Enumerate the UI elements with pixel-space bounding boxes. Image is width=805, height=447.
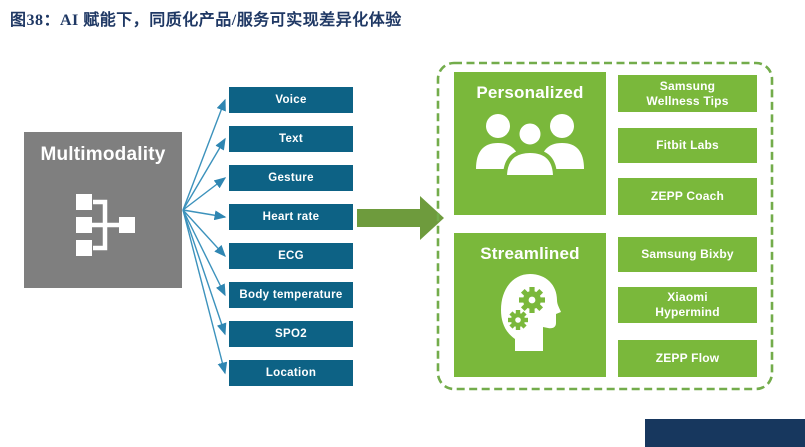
modality-box-heart-rate: Heart rate [229, 204, 353, 230]
product-box-zepp-flow: ZEPP Flow [618, 340, 757, 377]
product-box-xiaomi-hypermind: Xiaomi Hypermind [618, 287, 757, 323]
modality-box-body-temperature: Body temperature [229, 282, 353, 308]
figure-title: 图38：AI 赋能下，同质化产品/服务可实现差异化体验 [10, 12, 402, 29]
gear-small [508, 310, 528, 330]
outcome-box-streamlined: Streamlined [454, 233, 606, 377]
modality-box-text: Text [229, 126, 353, 152]
multimodality-label: Multimodality [40, 144, 166, 165]
modality-box-voice: Voice [229, 87, 353, 113]
modality-box-spo2: SPO2 [229, 321, 353, 347]
modality-box-gesture: Gesture [229, 165, 353, 191]
streamlined-label: Streamlined [480, 244, 580, 263]
gear-large [519, 287, 545, 313]
product-box-zepp-coach: ZEPP Coach [618, 178, 757, 215]
big-green-arrow [357, 196, 444, 240]
modality-box-location: Location [229, 360, 353, 386]
outcome-box-personalized: Personalized [454, 72, 606, 215]
head-gears-icon [501, 274, 561, 351]
fan-arrow-lines [182, 98, 228, 375]
product-box-samsung-wellness-tips: Samsung Wellness Tips [618, 75, 757, 112]
personalized-label: Personalized [476, 83, 584, 102]
product-box-fitbit-labs: Fitbit Labs [618, 128, 757, 163]
footer-logo-block [645, 419, 805, 447]
multimodality-box: Multimodality [24, 132, 182, 288]
hierarchy-icon [76, 194, 135, 256]
product-box-samsung-bixby: Samsung Bixby [618, 237, 757, 272]
modality-box-ecg: ECG [229, 243, 353, 269]
people-group-icon [476, 114, 584, 177]
